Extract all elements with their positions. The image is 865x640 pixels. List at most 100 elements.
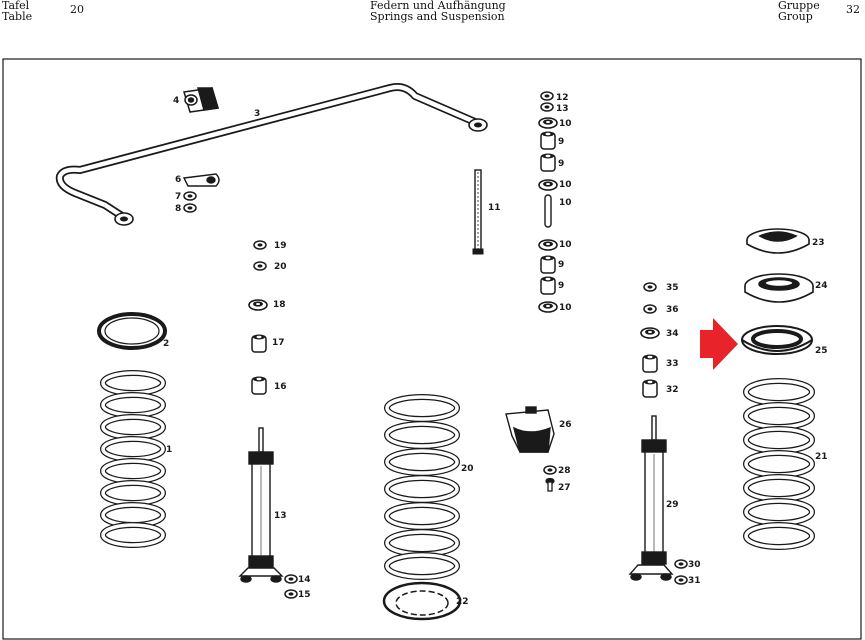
callout-label: 10 bbox=[559, 180, 572, 190]
callout-label: 31 bbox=[688, 576, 701, 586]
callout-label: 21 bbox=[815, 452, 828, 462]
callout-label: 19 bbox=[274, 241, 287, 251]
shock-absorber-30 bbox=[628, 415, 674, 581]
callout-label: 6 bbox=[175, 175, 181, 185]
callout-label: 15 bbox=[298, 590, 311, 600]
nut-13a bbox=[540, 91, 554, 101]
nut-36a bbox=[643, 282, 657, 292]
washer-35 bbox=[640, 327, 660, 339]
bush-9b bbox=[540, 152, 556, 172]
table-number: 20 bbox=[70, 3, 84, 16]
callout-label: 16 bbox=[274, 382, 287, 392]
callout-label: 18 bbox=[273, 300, 286, 310]
spring-ring-26 bbox=[741, 325, 813, 355]
callout-label: 26 bbox=[559, 420, 572, 430]
callout-label: 24 bbox=[815, 281, 828, 291]
spring-seat-ring bbox=[97, 312, 167, 350]
washer-10a bbox=[538, 117, 558, 129]
group-label-en: Group bbox=[778, 10, 813, 23]
callout-label: 30 bbox=[688, 560, 701, 570]
highlight-arrow bbox=[700, 318, 738, 370]
callout-label: 3 bbox=[254, 109, 260, 119]
nut-8 bbox=[183, 203, 197, 213]
callout-label: 36 bbox=[666, 305, 679, 315]
callout-label: 9 bbox=[558, 260, 564, 270]
callout-label: 14 bbox=[298, 575, 311, 585]
bush-9a bbox=[540, 130, 556, 150]
bush-9c bbox=[540, 254, 556, 274]
nut-29 bbox=[543, 465, 557, 475]
callout-label: 1 bbox=[166, 445, 172, 455]
callout-label: 25 bbox=[815, 346, 828, 356]
callout-label: 2 bbox=[163, 339, 169, 349]
nut-16 bbox=[284, 589, 298, 599]
coil-spring-1 bbox=[100, 370, 166, 545]
header-left: Tafel Table bbox=[2, 0, 32, 22]
callout-label: 11 bbox=[488, 203, 501, 213]
title-de: Federn und Aufhängung bbox=[370, 0, 506, 12]
nut-15 bbox=[284, 574, 298, 584]
header-right: Gruppe Group bbox=[778, 0, 820, 22]
shock-absorber-14 bbox=[238, 427, 284, 583]
coil-spring-22 bbox=[743, 378, 815, 547]
callout-label: 33 bbox=[666, 359, 679, 369]
table-label-de: Tafel bbox=[2, 0, 30, 12]
callout-label: 9 bbox=[558, 281, 564, 291]
diagram-border bbox=[2, 58, 862, 640]
callout-label: 9 bbox=[558, 159, 564, 169]
callout-label: 32 bbox=[666, 385, 679, 395]
group-number: 32 bbox=[846, 3, 860, 16]
callout-label: 10 bbox=[559, 240, 572, 250]
title-en: Springs and Suspension bbox=[370, 10, 505, 23]
pin-11 bbox=[544, 194, 552, 228]
callout-label: 13 bbox=[274, 511, 287, 521]
coil-spring-21 bbox=[384, 394, 460, 577]
callout-label: 20 bbox=[274, 262, 287, 272]
callout-label: 20 bbox=[461, 464, 474, 474]
callout-label: 12 bbox=[556, 93, 569, 103]
table-label-en: Table bbox=[2, 10, 33, 23]
nut-32 bbox=[674, 575, 688, 585]
washer-10d bbox=[538, 301, 558, 313]
callout-label: 8 bbox=[175, 204, 181, 214]
washer-19 bbox=[248, 299, 268, 311]
page-title: Federn und Aufhängung Springs and Suspen… bbox=[370, 0, 506, 22]
callout-label: 10 bbox=[559, 198, 572, 208]
bolt-28 bbox=[545, 477, 555, 492]
callout-label: 22 bbox=[456, 597, 469, 607]
rubber-mount bbox=[183, 87, 219, 113]
nut-36b bbox=[643, 304, 657, 314]
long-bolt bbox=[472, 169, 484, 255]
callout-label: 34 bbox=[666, 329, 679, 339]
rubber-buffer-27 bbox=[505, 406, 555, 453]
callout-label: 17 bbox=[272, 338, 285, 348]
nut-31 bbox=[674, 559, 688, 569]
bush-9d bbox=[540, 275, 556, 295]
nut-20a bbox=[253, 240, 267, 250]
callout-label: 10 bbox=[559, 119, 572, 129]
stabilizer-bar bbox=[55, 83, 488, 226]
washer-10b bbox=[538, 179, 558, 191]
callout-label: 28 bbox=[558, 466, 571, 476]
nut-20b bbox=[253, 261, 267, 271]
callout-label: 13 bbox=[556, 104, 569, 114]
nut-13b bbox=[540, 102, 554, 112]
washer-10c bbox=[538, 239, 558, 251]
callout-label: 27 bbox=[558, 483, 571, 493]
spring-seat-25 bbox=[744, 273, 814, 303]
callout-label: 7 bbox=[175, 192, 181, 202]
bush-33 bbox=[642, 378, 658, 398]
callout-label: 29 bbox=[666, 500, 679, 510]
callout-label: 9 bbox=[558, 137, 564, 147]
bush-34 bbox=[642, 353, 658, 373]
spring-pad-23 bbox=[382, 581, 462, 621]
bush-17 bbox=[251, 375, 267, 395]
callout-label: 23 bbox=[812, 238, 825, 248]
group-label-de: Gruppe bbox=[778, 0, 820, 12]
callout-label: 35 bbox=[666, 283, 679, 293]
clamp-bracket bbox=[182, 173, 220, 187]
bush-18 bbox=[251, 333, 267, 353]
callout-label: 10 bbox=[559, 303, 572, 313]
spring-cup-24 bbox=[746, 228, 810, 254]
